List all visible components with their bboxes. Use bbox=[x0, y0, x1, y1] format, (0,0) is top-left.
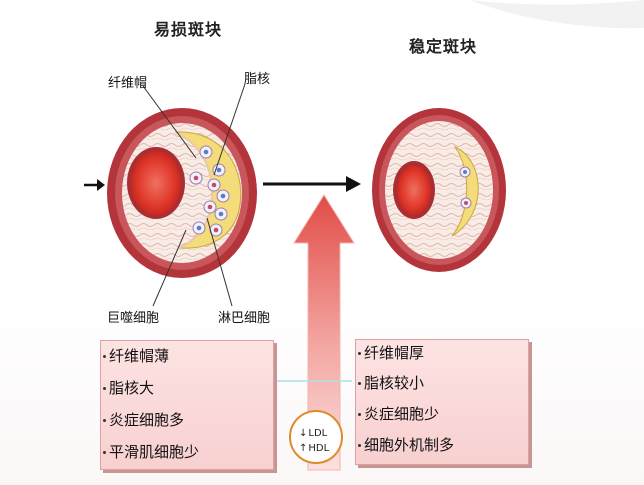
stable-lumen bbox=[397, 165, 431, 215]
hdl-label: HDL bbox=[308, 443, 330, 454]
cell bbox=[214, 207, 228, 221]
stable-features-box: 纤维帽厚 脂核较小 炎症细胞少 细胞外机制多 bbox=[355, 339, 529, 465]
label-lymphocyte: 淋巴细胞 bbox=[218, 311, 271, 326]
leader-lipid-core bbox=[213, 83, 246, 176]
label-lipid-core: 脂核 bbox=[244, 72, 271, 87]
cell bbox=[207, 178, 221, 192]
ldl-marker: ↓LDL bbox=[299, 428, 327, 439]
list-item: 脂核较小 bbox=[356, 372, 424, 393]
vulnerable-lumen-rim bbox=[127, 147, 185, 219]
hdl-marker: ↑HDL bbox=[299, 443, 329, 454]
list-item: 细胞外机制多 bbox=[356, 434, 454, 455]
bullet-icon bbox=[103, 451, 106, 454]
vulnerable-vessel-wall-inner bbox=[115, 116, 249, 270]
transition-arrow bbox=[263, 176, 361, 192]
bullet-icon bbox=[358, 352, 361, 355]
vulnerable-intima bbox=[122, 123, 242, 263]
cell bbox=[192, 221, 206, 235]
stable-lumen-rim bbox=[393, 161, 435, 219]
stable-intima bbox=[385, 121, 493, 259]
stable-vessel-wall bbox=[372, 108, 506, 272]
list-item: 炎症细胞少 bbox=[356, 403, 439, 424]
ldl-label: LDL bbox=[308, 428, 328, 439]
bullet-icon bbox=[358, 382, 361, 385]
leader-fibrous-cap bbox=[142, 85, 197, 159]
title-vulnerable-plaque: 易损斑块 bbox=[154, 20, 223, 39]
leader-lymphocyte bbox=[206, 217, 233, 307]
stable-lipid-core bbox=[451, 145, 479, 237]
title-stable-plaque: 稳定斑块 bbox=[409, 37, 478, 56]
feature-text: 平滑肌细胞少 bbox=[109, 443, 200, 461]
incoming-arrow bbox=[84, 179, 105, 191]
vulnerable-features-box: 纤维帽薄 脂核大 炎症细胞多 平滑肌细胞少 bbox=[100, 340, 274, 470]
feature-text: 细胞外机制多 bbox=[364, 436, 455, 454]
feature-text: 炎症细胞多 bbox=[109, 411, 185, 429]
stable-plaque bbox=[372, 108, 506, 272]
list-item: 纤维帽薄 bbox=[101, 345, 169, 366]
list-item: 纤维帽厚 bbox=[356, 342, 424, 363]
lipid-marker-circle bbox=[289, 410, 343, 464]
list-item: 炎症细胞多 bbox=[101, 409, 184, 430]
bullet-icon bbox=[358, 413, 361, 416]
bullet-icon bbox=[103, 387, 106, 390]
leader-macrophage bbox=[152, 229, 187, 307]
cell bbox=[189, 171, 203, 185]
bullet-icon bbox=[103, 419, 106, 422]
vulnerable-cells bbox=[189, 145, 230, 237]
cell bbox=[203, 200, 217, 214]
cell bbox=[216, 189, 230, 203]
cell bbox=[212, 163, 226, 177]
down-arrow-icon: ↓ bbox=[299, 428, 308, 439]
feature-text: 脂核较小 bbox=[364, 374, 425, 392]
label-macrophage: 巨噬细胞 bbox=[107, 311, 160, 326]
stable-vessel-wall-inner bbox=[379, 115, 499, 265]
vulnerable-plaque bbox=[107, 108, 257, 278]
cell bbox=[199, 145, 213, 159]
vulnerable-lipid-core bbox=[174, 131, 242, 249]
bullet-icon bbox=[103, 355, 106, 358]
cell bbox=[209, 223, 223, 237]
vulnerable-vessel-wall bbox=[107, 108, 257, 278]
feature-text: 脂核大 bbox=[109, 379, 155, 397]
list-item: 脂核大 bbox=[101, 377, 154, 398]
list-item: 平滑肌细胞少 bbox=[101, 441, 199, 462]
leader-lines bbox=[142, 83, 246, 307]
vulnerable-lumen bbox=[131, 151, 181, 215]
vulnerable-cell-nuclei bbox=[193, 149, 226, 233]
feature-text: 纤维帽厚 bbox=[364, 344, 425, 362]
label-fibrous-cap: 纤维帽 bbox=[108, 76, 148, 91]
bullet-icon bbox=[358, 444, 361, 447]
vulnerable-fibrous-cap bbox=[174, 131, 214, 249]
feature-text: 炎症细胞少 bbox=[364, 405, 440, 423]
up-arrow-icon: ↑ bbox=[299, 443, 308, 454]
feature-text: 纤维帽薄 bbox=[109, 347, 170, 365]
background-swoosh bbox=[470, 0, 644, 29]
